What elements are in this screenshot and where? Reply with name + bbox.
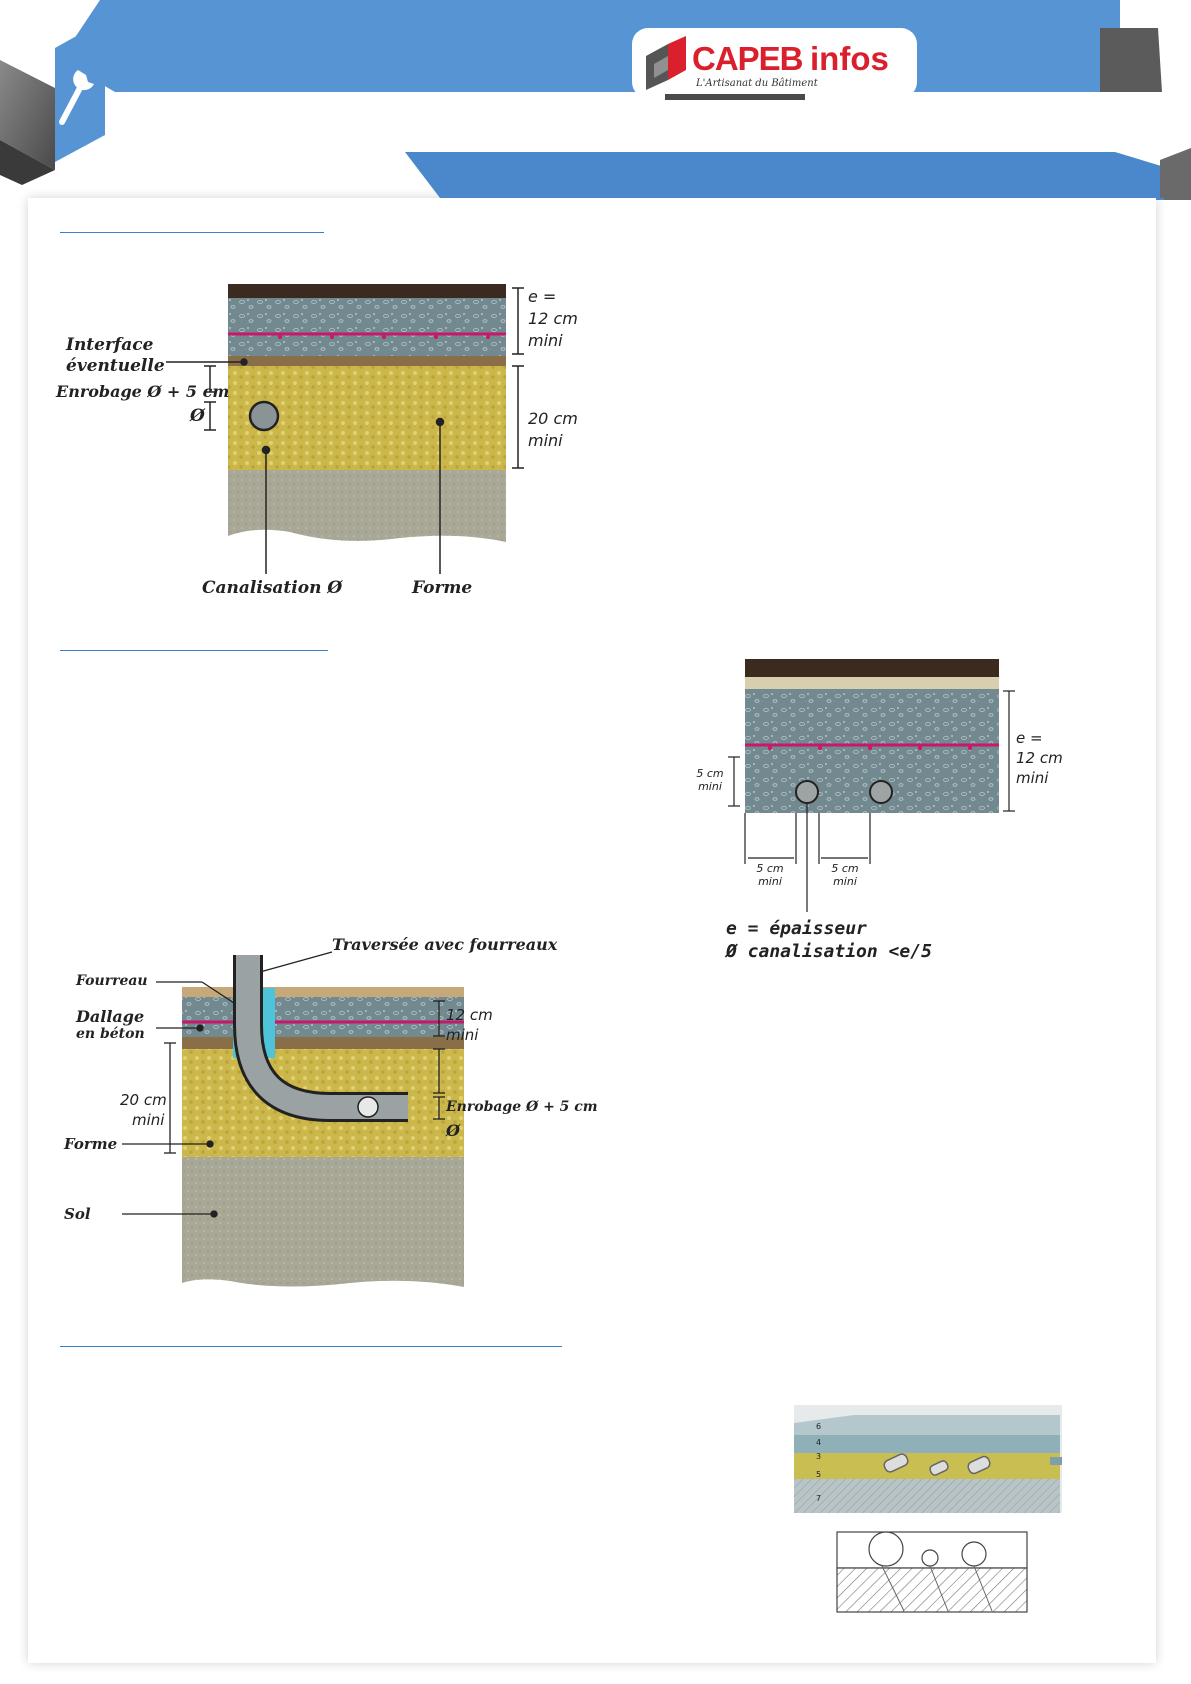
figure-forme-section: Interface éventuelle Enrobage Ø + 5 cm Ø… [40,270,600,610]
thickness-mini: mini [528,331,563,350]
forme-label: Forme [64,1135,118,1153]
dallage-thickness-mini: mini [446,1026,479,1044]
section-rule [60,650,328,651]
forme-thickness-mini: mini [132,1111,165,1129]
section-rule [60,1346,562,1347]
thickness-label: e = [1016,729,1043,747]
dallage-label: Dallage [76,1007,145,1026]
brand-accent: infos [810,40,889,77]
enrobage-label: Enrobage Ø + 5 cm [56,382,230,401]
forme-thickness-mini: mini [528,431,563,450]
caption-pipe-ratio: Ø canalisation <e/5 [726,941,932,962]
layer-numbers: 6 4 3 5 7 [816,1422,821,1503]
enrobage-label: Enrobage Ø + 5 cm [446,1099,598,1115]
side-spacing-value: 5 cm [696,767,724,780]
brand-main: CAPEB [692,40,804,77]
diameter-label: Ø [190,406,205,426]
section-rule [60,232,324,233]
gap-left-mini: mini [758,875,782,888]
figure-layers-section: 6 4 3 5 7 [792,1405,1064,1615]
right-frame-bar [1156,198,1164,200]
gap-right-mini: mini [833,875,857,888]
layer-number-1: 6 [816,1422,821,1431]
forme-thickness-value: 20 cm [120,1091,167,1109]
side-spacing-mini: mini [698,780,722,793]
header-banner [0,0,1191,200]
figure-crossing-section: Traversée avec fourreaux Fourreau Dallag… [50,925,610,1295]
thickness-value: 12 cm [528,309,578,328]
diameter-label: Ø [446,1121,460,1140]
canalisation-label: Canalisation Ø [202,578,343,598]
wrench-icon [59,70,94,125]
capeb-logo-mark [646,36,686,90]
figure-spacing-section: 5 cm mini e = 12 cm mini 5 cm mini 5 cm … [690,650,1070,970]
gap-right-value: 5 cm [831,862,859,875]
figure-spacing-drawing [728,659,1015,912]
gap-left-value: 5 cm [756,862,784,875]
thickness-mini: mini [1016,769,1049,787]
traversee-label: Traversée avec fourreaux [332,935,558,954]
forme-label: Forme [412,578,473,598]
layer-number-5: 7 [816,1494,821,1503]
thickness-label: e = [528,287,557,306]
interface-label: Interface [66,335,154,355]
figure-forme-drawing [166,284,524,574]
interface-label-2: éventuelle [66,356,165,376]
forme-thickness-value: 20 cm [528,409,578,428]
sol-label: Sol [64,1205,91,1223]
layer-number-4: 5 [816,1470,821,1479]
thickness-value: 12 cm [1016,749,1063,767]
dallage-thickness-value: 12 cm [446,1006,493,1024]
layer-number-3: 3 [816,1452,821,1461]
header-tab [1100,28,1162,92]
brand-tagline: L'Artisanat du Bâtiment [696,78,818,89]
caption-thickness: e = épaisseur [726,918,867,939]
capeb-logo: CAPEB infos L'Artisanat du Bâtiment [640,34,910,94]
figure-crossing-drawing [122,951,464,1287]
figure-layers-drawing: 6 4 3 5 7 [794,1405,1062,1613]
fourreau-label: Fourreau [76,973,148,989]
layer-number-2: 4 [816,1438,821,1447]
dallage-label-2: en béton [76,1026,145,1042]
